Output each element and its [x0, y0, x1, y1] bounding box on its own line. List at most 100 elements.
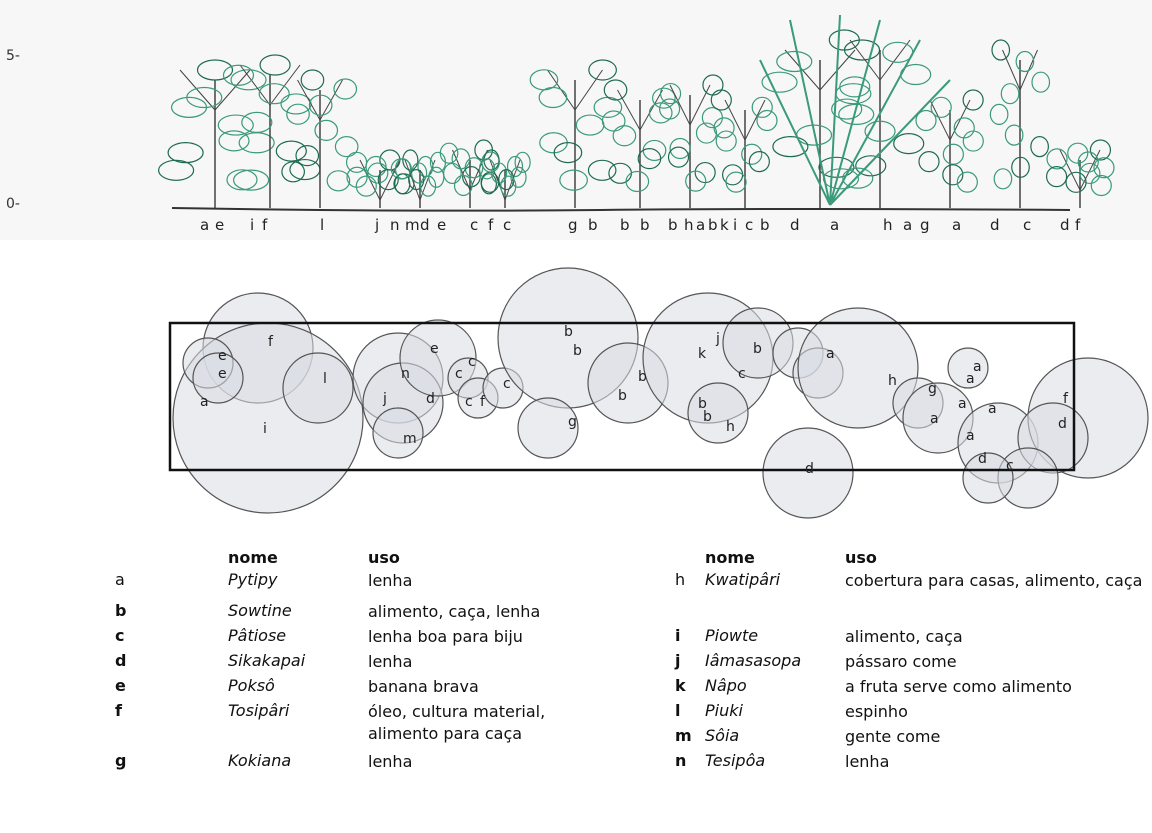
legend-species-name: Sikakapai	[228, 651, 305, 670]
crown-label: g	[928, 381, 937, 397]
profile-label: c	[503, 216, 511, 234]
tree-sketch	[660, 75, 723, 208]
legend-key: j	[675, 651, 680, 670]
legend-key: a	[115, 570, 125, 589]
crown-label: b	[698, 396, 707, 412]
tree-sketch	[602, 80, 675, 208]
legend-species-use: óleo, cultura material, alimento para ca…	[368, 701, 578, 745]
crown-label: d	[978, 451, 987, 467]
tree-sketch	[829, 30, 930, 208]
scale-label-0: 0-	[6, 196, 20, 212]
legend-species-use: pássaro come	[845, 651, 1145, 673]
crown-label: e	[218, 366, 227, 382]
legend-key: i	[675, 626, 680, 645]
profile-label: d	[790, 216, 800, 234]
profile-label: b	[668, 216, 678, 234]
profile-label: i	[733, 216, 737, 234]
crown-label: c	[503, 376, 511, 392]
profile-label: c	[470, 216, 478, 234]
legend-key: f	[115, 701, 122, 720]
legend-species-use: banana brava	[368, 676, 578, 698]
profile-label: d	[990, 216, 1000, 234]
profile-label: f	[1075, 216, 1081, 234]
profile-label: g	[568, 216, 578, 234]
legend-species-use: cobertura para casas, alimento, caça	[845, 570, 1145, 592]
legend-species-use: a fruta serve como alimento	[845, 676, 1145, 698]
legend-key: m	[675, 726, 692, 745]
crown-label: b	[753, 341, 762, 357]
legend-species-name: Sôia	[705, 726, 739, 745]
tree-sketch	[159, 60, 275, 208]
profile-label: l	[320, 216, 324, 234]
legend-species-name: Poksô	[228, 676, 275, 695]
legend-header-use-left: uso	[368, 548, 400, 567]
crown-label: c	[455, 366, 463, 382]
legend-header-use-right: uso	[845, 548, 877, 567]
profile-label: f	[262, 216, 268, 234]
profile-label: a	[200, 216, 209, 234]
crown-label: b	[618, 388, 627, 404]
crown-label: e	[218, 348, 227, 364]
profile-label: g	[920, 216, 930, 234]
crown-label: c	[468, 354, 476, 370]
legend-species-name: Kwatipâri	[705, 570, 780, 589]
profile-label: h	[684, 216, 694, 234]
tree-sketch	[916, 90, 983, 208]
tree-sketch	[219, 55, 320, 208]
legend-key: d	[115, 651, 126, 670]
crown-label: e	[430, 341, 439, 357]
crown-label: a	[930, 411, 939, 427]
legend-species-use: lenha	[368, 651, 578, 673]
legend-species-name: Tosipâri	[228, 701, 289, 720]
profile-label: b	[588, 216, 598, 234]
legend-species-use: lenha	[368, 570, 578, 592]
profile-label: i	[250, 216, 254, 234]
legend-species-name: Tesipôa	[705, 751, 765, 770]
legend-species-use: espinho	[845, 701, 1145, 723]
legend-key: l	[675, 701, 680, 720]
profile-label: a	[830, 216, 839, 234]
crown-label: j	[715, 331, 720, 347]
legend-species-use: lenha	[845, 751, 1145, 773]
profile-label: a	[952, 216, 961, 234]
profile-label: e	[437, 216, 446, 234]
crown-label: c	[465, 394, 473, 410]
tree-sketch	[480, 150, 531, 208]
crown-projection-map: eeafilnejdmcccfcgbbbbjkbcbbahdahgaaaaadc…	[118, 248, 1152, 543]
crown-label: d	[805, 461, 814, 477]
tree-sketch	[711, 90, 777, 208]
tree-sketch	[395, 150, 446, 208]
legend-species-name: Sowtine	[228, 601, 292, 620]
tree-sketch	[762, 40, 879, 208]
crown-outline	[283, 353, 353, 423]
crown-label: b	[564, 324, 573, 340]
crown-label: i	[263, 421, 267, 437]
legend-header-name-left: nome	[228, 548, 278, 567]
profile-label: d	[1060, 216, 1070, 234]
crown-label: a	[966, 428, 975, 444]
crown-label: c	[738, 366, 746, 382]
crown-label: d	[426, 391, 435, 407]
legend-species-name: Piowte	[705, 626, 758, 645]
legend-species-use: gente come	[845, 726, 1145, 748]
tree-silhouettes	[159, 15, 1114, 208]
legend-header-name-right: nome	[705, 548, 755, 567]
crown-label: d	[1058, 416, 1067, 432]
crown-label: m	[403, 431, 417, 447]
profile-label: k	[720, 216, 729, 234]
tree-sketch	[1047, 140, 1114, 208]
legend-key: k	[675, 676, 686, 695]
profile-label: b	[760, 216, 770, 234]
legend-key: c	[115, 626, 124, 645]
crown-label: h	[888, 373, 897, 389]
scale-label-5: 5-	[6, 48, 20, 64]
legend-species-use: alimento, caça	[845, 626, 1145, 648]
profile-label: e	[215, 216, 224, 234]
legend-key: e	[115, 676, 126, 695]
profile-label: a	[903, 216, 912, 234]
profile-label: n	[390, 216, 400, 234]
profile-label: f	[488, 216, 494, 234]
